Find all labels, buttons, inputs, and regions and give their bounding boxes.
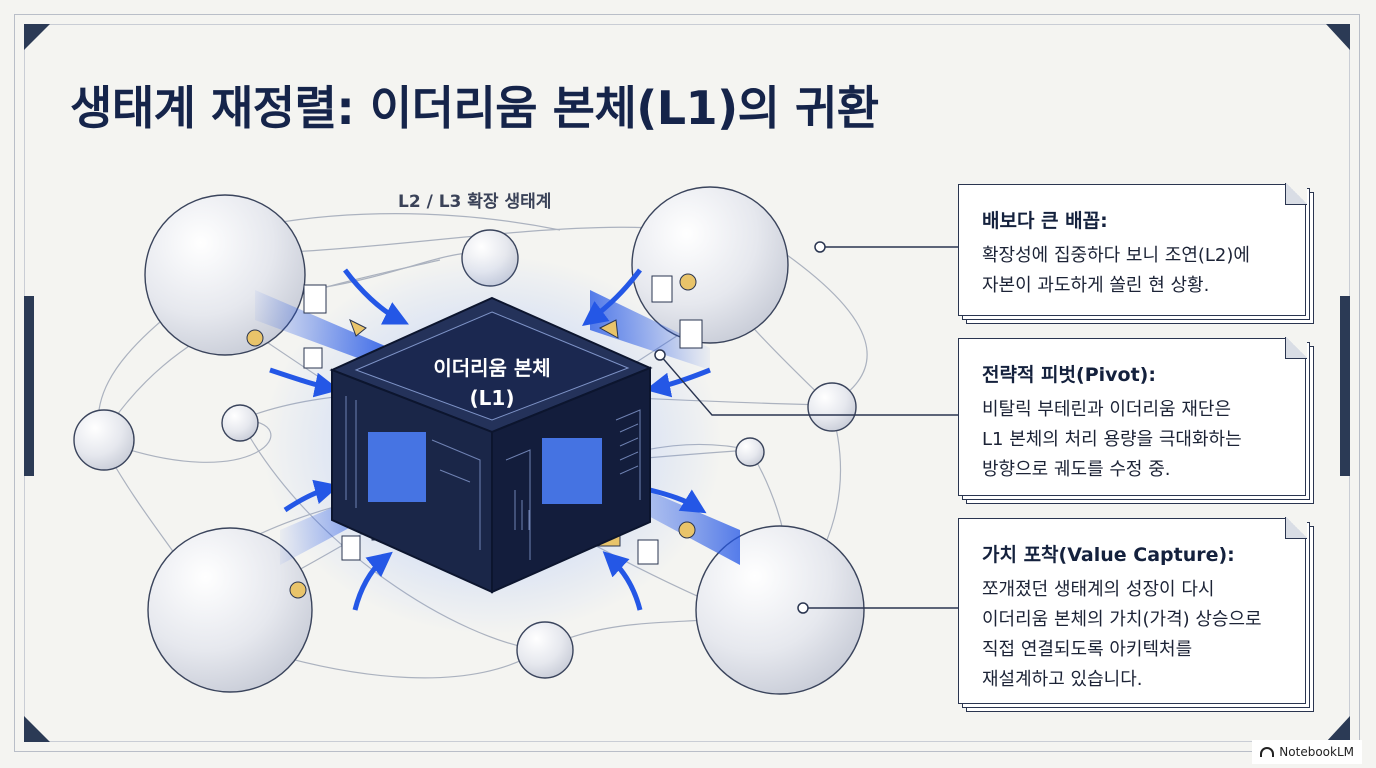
page-title: 생태계 재정렬: 이더리움 본체(L1)의 귀환 (70, 81, 879, 135)
page-fold-icon (1285, 517, 1307, 539)
card-heading: 전략적 피벗(Pivot): (982, 364, 1156, 386)
card-body: 확장성에 집중하다 보니 조연(L2)에 자본이 과도하게 쏠린 현 상황. (982, 245, 1250, 296)
card-body: 비탈릭 부테린과 이더리움 재단은 L1 본체의 처리 용량을 극대화하는 방향… (982, 399, 1242, 480)
inflow-arrows (269, 268, 711, 611)
side-bar-left (24, 296, 34, 476)
core-label: 이더리움 본체 (433, 356, 550, 380)
ecosystem-diagram: 이더리움 본체 (L1) (73, 186, 868, 695)
callout-card-imbalance: 배보다 큰 배꼽: 확장성에 집중하다 보니 조연(L2)에 자본이 과도하게 … (958, 183, 1314, 324)
callout-card-value-capture: 가치 포착(Value Capture): 쪼개졌던 생태계의 성장이 다시 이… (958, 517, 1314, 712)
notebooklm-badge: NotebookLM (1252, 740, 1362, 764)
ethereum-l1-core-cube (329, 296, 653, 594)
brand-label: NotebookLM (1279, 745, 1354, 759)
card-heading: 배보다 큰 배꼽: (982, 210, 1108, 232)
card-heading: 가치 포착(Value Capture): (982, 544, 1235, 566)
notebooklm-logo-icon (1260, 747, 1275, 757)
card-body: 쪼개졌던 생태계의 성장이 다시 이더리움 본체의 가치(가격) 상승으로 직접… (982, 579, 1262, 690)
callout-card-pivot: 전략적 피벗(Pivot): 비탈릭 부테린과 이더리움 재단은 L1 본체의 … (958, 337, 1314, 504)
side-bar-right (1340, 296, 1350, 476)
outer-frame (14, 14, 1360, 752)
core-label: (L1) (470, 386, 515, 410)
page-fold-icon (1285, 337, 1307, 359)
page-fold-icon (1285, 183, 1307, 205)
ecosystem-label: L2 / L3 확장 생태계 (398, 192, 552, 212)
